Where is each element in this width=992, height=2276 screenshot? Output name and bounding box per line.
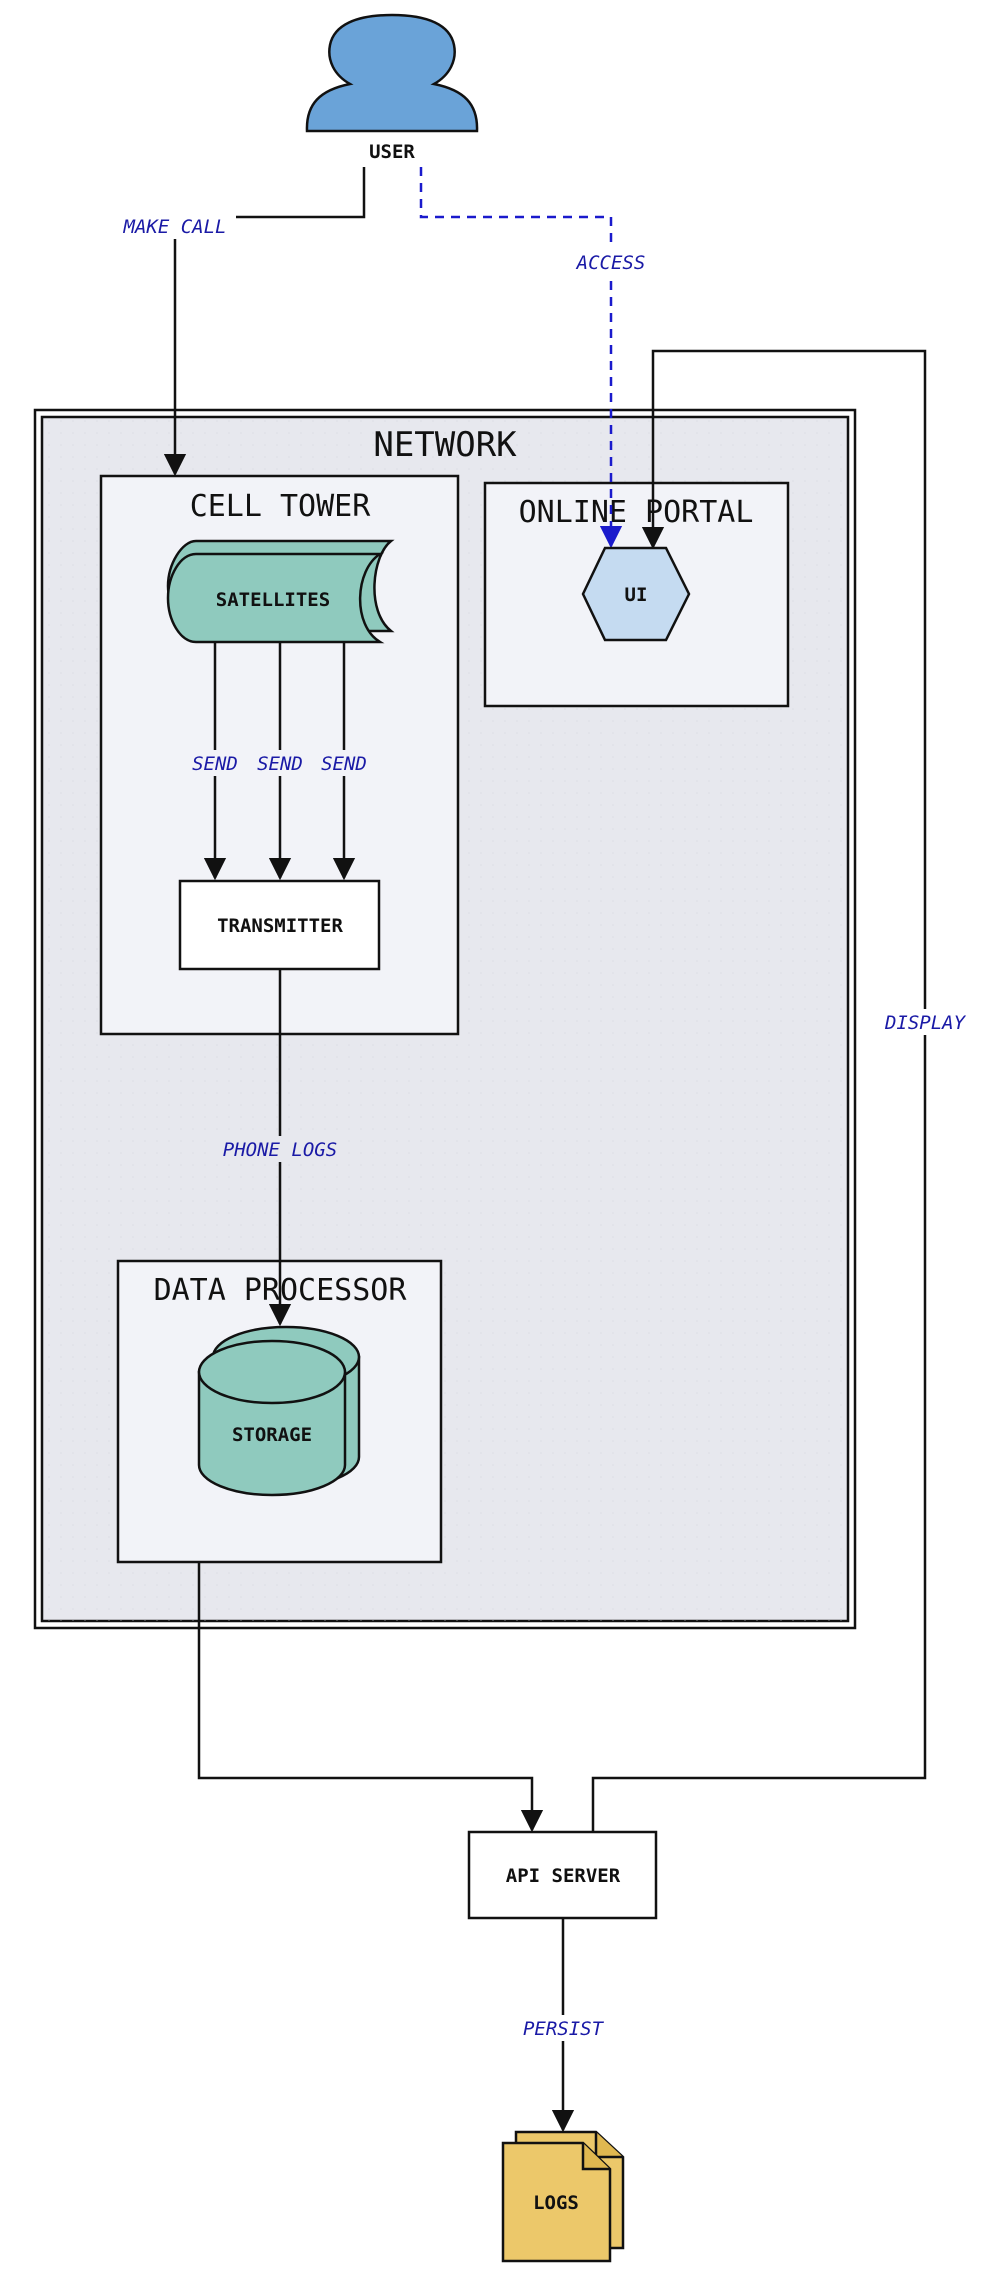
display-label: DISPLAY	[884, 1012, 967, 1034]
online-portal-title: ONLINE PORTAL	[519, 495, 754, 530]
satellites-label: SATELLITES	[216, 589, 330, 611]
ui-hexagon	[581, 546, 691, 642]
access-label: ACCESS	[576, 252, 646, 274]
api-server-label: API SERVER	[506, 1865, 621, 1887]
cell-tower-title: CELL TOWER	[190, 489, 372, 524]
logs-label: LOGS	[533, 2192, 579, 2214]
satellites-front-shape	[166, 552, 385, 644]
send-label-3: SEND	[321, 753, 367, 775]
logs-node[interactable]: LOGS	[501, 2130, 625, 2263]
satellites-node[interactable]: SATELLITES	[166, 539, 395, 644]
network-title: NETWORK	[373, 425, 517, 465]
user-label: USER	[369, 141, 415, 163]
access-edge	[419, 167, 623, 549]
logs-front-document	[501, 2141, 612, 2263]
transmitter-node[interactable]: TRANSMITTER	[178, 879, 381, 971]
storage-front-cylinder	[197, 1339, 347, 1497]
transmitter-label: TRANSMITTER	[217, 915, 343, 937]
ui-label: UI	[625, 584, 648, 606]
processor-to-api-edge	[197, 1562, 544, 1833]
make-call-label: MAKE CALL	[123, 216, 227, 238]
api-server-node[interactable]: API SERVER	[467, 1830, 658, 1920]
storage-node[interactable]: STORAGE	[197, 1325, 361, 1497]
storage-label: STORAGE	[232, 1424, 312, 1446]
phone-logs-label: PHONE LOGS	[223, 1139, 337, 1161]
send-label-1: SEND	[192, 753, 238, 775]
display-edge	[591, 349, 927, 1832]
edge-labels: MAKE CALL ACCESS DISPLAY SEND SEND SEND …	[114, 213, 970, 2041]
make-call-edge	[163, 167, 366, 477]
user-node[interactable]: USER	[305, 13, 479, 163]
user-icon	[305, 13, 479, 133]
persist-label: PERSIST	[523, 2018, 605, 2040]
send-label-2: SEND	[257, 753, 303, 775]
ui-node[interactable]: UI	[581, 546, 691, 642]
